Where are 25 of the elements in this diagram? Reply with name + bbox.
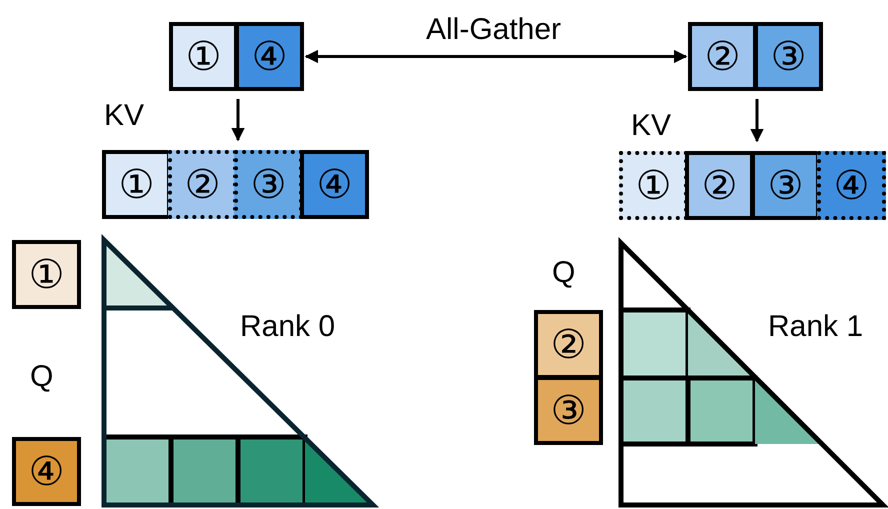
block-cell: ③ bbox=[534, 376, 603, 445]
block-cell: ④ bbox=[12, 437, 81, 506]
block-cell: ④ bbox=[817, 151, 886, 220]
axis-label: Q bbox=[30, 362, 54, 392]
axis-label: Rank 0 bbox=[240, 312, 336, 342]
arrow bbox=[304, 50, 688, 64]
block-cell: ① bbox=[102, 150, 171, 219]
block-cell: ② bbox=[168, 150, 237, 219]
axis-label: KV bbox=[631, 111, 672, 141]
arrow bbox=[231, 99, 245, 142]
block-cell: ③ bbox=[234, 150, 303, 219]
block-cell: ③ bbox=[751, 151, 820, 220]
block-cell: ① bbox=[169, 22, 238, 91]
block-cell: ② bbox=[534, 310, 603, 379]
block-cell: ④ bbox=[300, 150, 369, 219]
axis-label: Q bbox=[552, 258, 576, 288]
block-cell: ③ bbox=[754, 22, 823, 91]
block-cell: ② bbox=[688, 22, 757, 91]
axis-label: Rank 1 bbox=[768, 312, 864, 342]
block-cell: ② bbox=[685, 151, 754, 220]
axis-label: KV bbox=[104, 101, 144, 131]
block-cell: ④ bbox=[235, 22, 304, 91]
arrow bbox=[750, 99, 764, 142]
block-cell: ① bbox=[619, 151, 688, 220]
block-cell: ① bbox=[12, 240, 81, 309]
